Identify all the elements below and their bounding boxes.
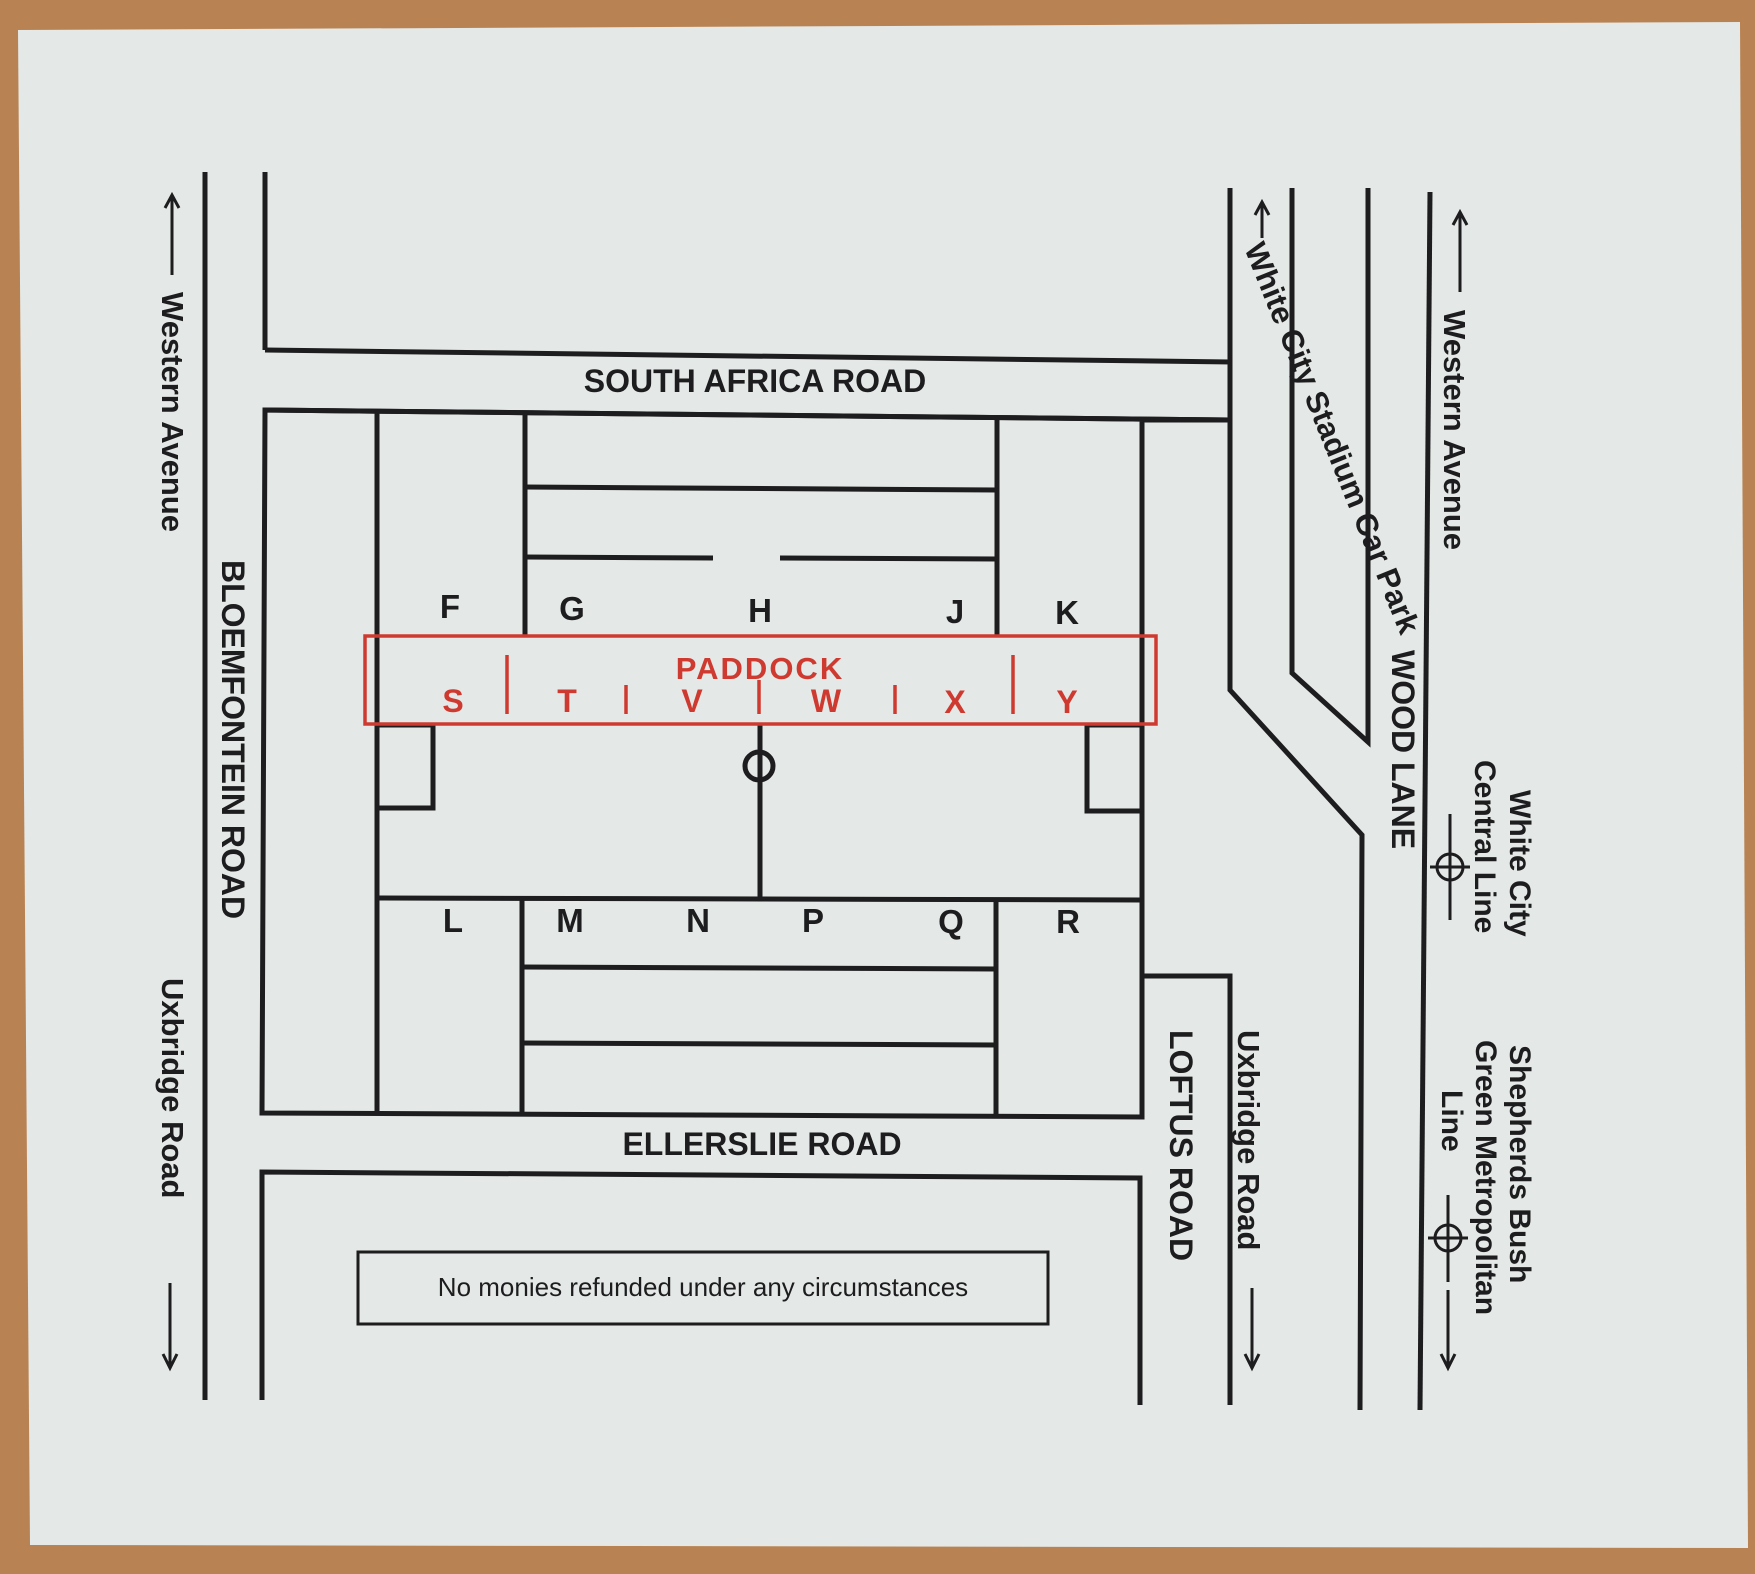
south-stand-row-2 — [521, 1040, 997, 1048]
arrow-up-right — [1451, 208, 1469, 292]
paddock-section: V — [681, 683, 703, 719]
south-stand-row-1 — [521, 964, 997, 972]
direction-uxbridge-road-left: Uxbridge Road — [155, 978, 190, 1198]
stand-label-north: F — [440, 588, 460, 625]
car-park-road-east — [1289, 188, 1371, 748]
ground-top-edge — [264, 407, 1231, 423]
paddock-section: W — [811, 683, 842, 719]
arrow-down-uxbridge-right — [1243, 1288, 1261, 1372]
tube-central-line: Central Line — [1468, 760, 1501, 933]
stand-label-south: L — [443, 902, 463, 939]
arrow-down-left — [161, 1283, 179, 1372]
pitch-south-line — [376, 895, 1143, 903]
paddock-section: S — [442, 683, 463, 719]
north-stand-row-2b — [779, 555, 998, 562]
centre-circle — [742, 749, 776, 783]
paddock-section: T — [557, 683, 577, 719]
arrow-down-right — [1439, 1290, 1457, 1372]
north-stand-row-1 — [524, 484, 998, 493]
direction-western-avenue-right: Western Avenue — [1437, 310, 1472, 550]
stand-label-north: K — [1055, 594, 1079, 631]
western-avenue-right-line — [1417, 191, 1433, 1411]
notice-text: No monies refunded under any circumstanc… — [438, 1272, 968, 1302]
tube-line-label: Line — [1435, 1090, 1468, 1152]
arrow-up-car-park — [1253, 198, 1271, 238]
stand-label-south: R — [1056, 903, 1080, 940]
stand-label-south: P — [802, 902, 824, 939]
stand-label-north: G — [559, 590, 585, 627]
road-label-ellerslie: ELLERSLIE ROAD — [622, 1126, 901, 1162]
car-park-road-west — [1227, 188, 1365, 1411]
tube-white-city: White City — [1503, 790, 1536, 937]
stand-label-north: H — [748, 592, 772, 629]
road-label-bloemfontein: BLOEMFONTEIN ROAD — [215, 560, 251, 919]
paddock-section: Y — [1056, 684, 1077, 720]
road-label-south-africa: SOUTH AFRICA ROAD — [584, 363, 927, 399]
loftus-road-block — [1142, 973, 1233, 1405]
stand-label-south: N — [686, 902, 710, 939]
paddock-title: PADDOCK — [676, 651, 844, 686]
notice-box — [356, 1250, 1050, 1326]
arrow-up-left — [163, 191, 181, 275]
paddock-box — [363, 634, 1158, 726]
road-label-loftus: LOFTUS ROAD — [1163, 1030, 1199, 1261]
south-block — [259, 1169, 1143, 1405]
direction-western-avenue-left: Western Avenue — [155, 292, 190, 532]
tube-green-metropolitan: Green Metropolitan — [1469, 1040, 1502, 1315]
stand-label-south: Q — [938, 903, 964, 940]
direction-uxbridge-road-right: Uxbridge Road — [1231, 1030, 1266, 1250]
stand-label-north: J — [946, 593, 964, 630]
road-label-wood-lane: WOOD LANE — [1385, 650, 1421, 849]
stand-label-south: M — [556, 902, 584, 939]
paddock-section: X — [944, 684, 966, 720]
north-stand-row-2a — [524, 554, 714, 561]
ticket-paper — [18, 22, 1748, 1548]
tube-shepherds-bush: Shepherds Bush — [1503, 1045, 1536, 1283]
